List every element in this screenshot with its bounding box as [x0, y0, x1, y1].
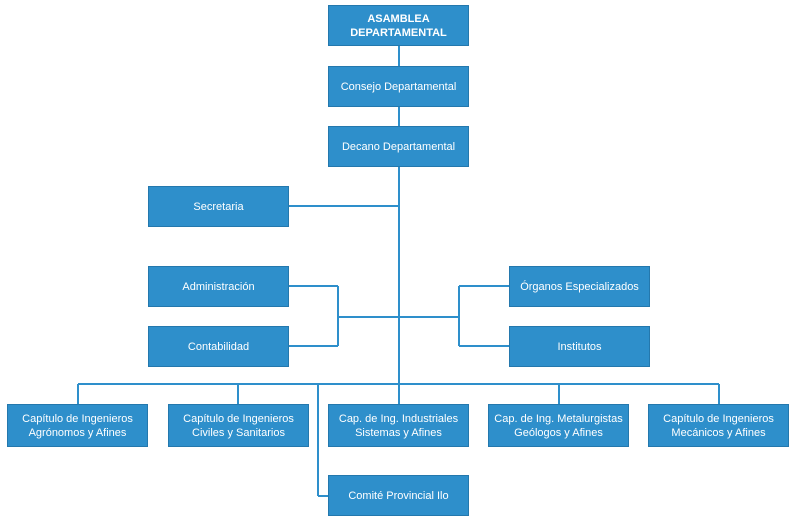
node-chapter-label: Capítulo de Ingenieros Civiles y Sanitar… [183, 412, 294, 439]
node-contabilidad-label: Contabilidad [187, 340, 250, 353]
node-asamblea-label: ASAMBLEA DEPARTAMENTAL [350, 12, 447, 39]
node-chapter-industriales[interactable]: Cap. de Ing. Industriales Sistemas y Afi… [328, 404, 469, 447]
node-chapter-agronomos[interactable]: Capítulo de Ingenieros Agrónomos y Afine… [7, 404, 148, 447]
node-institutos-label: Institutos [557, 340, 602, 353]
node-chapter-label: Capítulo de Ingenieros Mecánicos y Afine… [663, 412, 774, 439]
node-comite-label: Comité Provincial Ilo [348, 489, 449, 502]
node-chapter-label: Cap. de Ing. Metalurgistas Geólogos y Af… [494, 412, 623, 439]
node-chapter-label: Capítulo de Ingenieros Agrónomos y Afine… [22, 412, 133, 439]
node-asamblea[interactable]: ASAMBLEA DEPARTAMENTAL [328, 5, 469, 46]
node-administracion[interactable]: Administración [148, 266, 289, 307]
node-chapter-civiles[interactable]: Capítulo de Ingenieros Civiles y Sanitar… [168, 404, 309, 447]
node-organos-label: Órganos Especializados [520, 280, 639, 293]
node-secretaria[interactable]: Secretaria [148, 186, 289, 227]
node-chapter-mecanicos[interactable]: Capítulo de Ingenieros Mecánicos y Afine… [648, 404, 789, 447]
node-chapter-label: Cap. de Ing. Industriales Sistemas y Afi… [338, 412, 459, 439]
node-administracion-label: Administración [182, 280, 255, 293]
node-consejo[interactable]: Consejo Departamental [328, 66, 469, 107]
node-comite[interactable]: Comité Provincial Ilo [328, 475, 469, 516]
node-institutos[interactable]: Institutos [509, 326, 650, 367]
node-decano[interactable]: Decano Departamental [328, 126, 469, 167]
node-contabilidad[interactable]: Contabilidad [148, 326, 289, 367]
node-organos[interactable]: Órganos Especializados [509, 266, 650, 307]
node-consejo-label: Consejo Departamental [340, 80, 457, 93]
node-chapter-metalurgistas[interactable]: Cap. de Ing. Metalurgistas Geólogos y Af… [488, 404, 629, 447]
node-decano-label: Decano Departamental [341, 140, 456, 153]
node-secretaria-label: Secretaria [193, 200, 244, 213]
